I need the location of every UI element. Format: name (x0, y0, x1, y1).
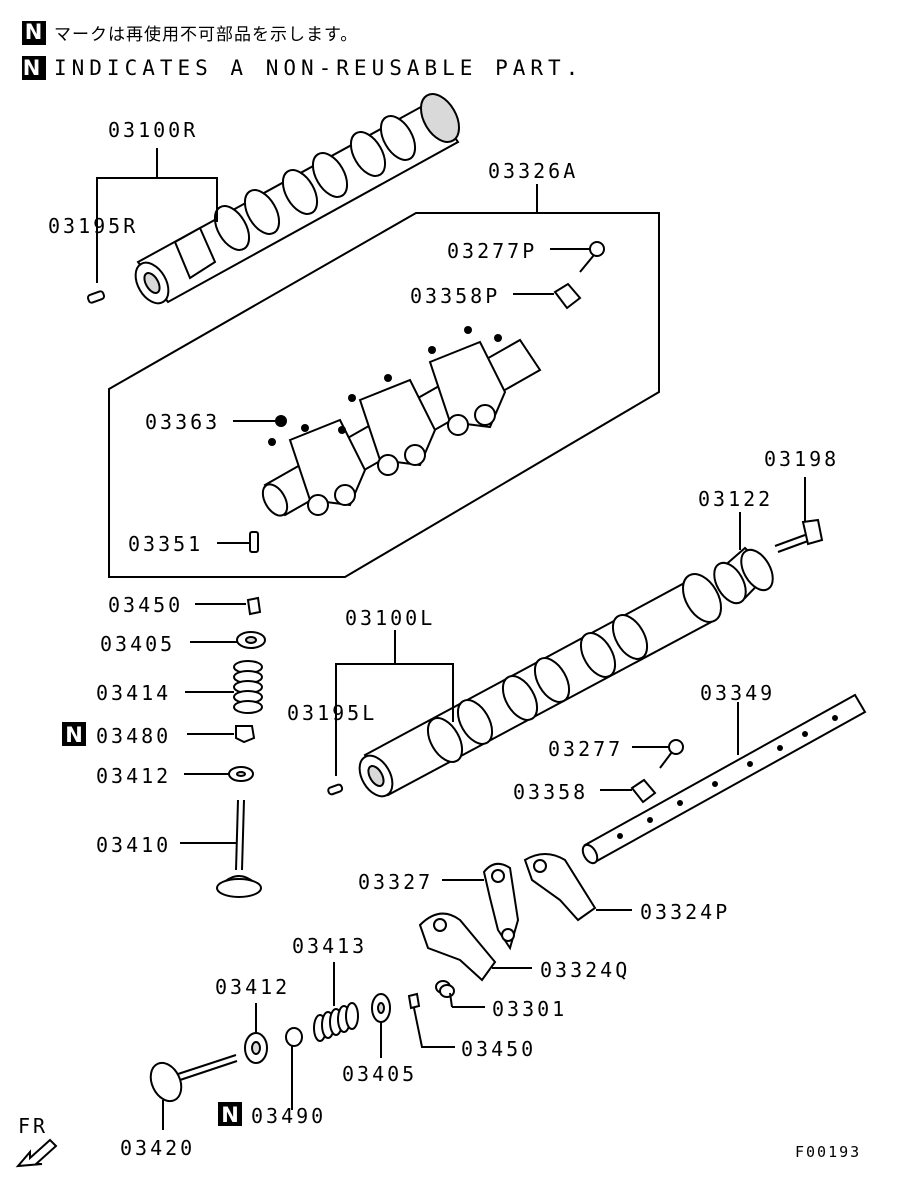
rocker-arm-03327[interactable] (482, 862, 520, 951)
retainer-lock-03450-bottom[interactable] (407, 992, 421, 1010)
front-direction-arrow-icon (15, 1138, 58, 1168)
spring-seat-03412-bottom[interactable] (244, 1032, 268, 1064)
camshaft-left[interactable] (353, 567, 729, 802)
spring-retainer-03405-bottom[interactable] (371, 993, 391, 1023)
bolt-03277[interactable] (659, 739, 684, 769)
spring-retainer-03405-top[interactable] (236, 631, 266, 649)
rocker-shaft-03349[interactable] (580, 693, 867, 866)
label-03358: 03358 (513, 780, 588, 804)
label-03480: 03480 (96, 724, 171, 748)
label-03414: 03414 (96, 681, 171, 705)
rocker-shaft-assembly[interactable] (258, 326, 542, 520)
label-03405-bottom: 03405 (342, 1062, 417, 1086)
valve-spring-03414[interactable] (233, 660, 263, 714)
svg-text:N: N (221, 1103, 239, 1127)
label-03349: 03349 (700, 681, 775, 705)
pin-03195L[interactable] (327, 783, 344, 796)
header-japanese: N マークは再使用不可部品を示します。 (22, 20, 358, 45)
label-03195L: 03195L (287, 701, 377, 725)
label-03100R: 03100R (108, 118, 198, 142)
valve-spring-03413[interactable] (313, 1002, 359, 1042)
header-english: N INDICATES A NON-REUSABLE PART. (22, 56, 583, 80)
label-03450-top: 03450 (108, 593, 183, 617)
label-03301: 03301 (492, 997, 567, 1021)
bolt-03198[interactable] (774, 518, 824, 553)
label-03358P: 03358P (410, 284, 500, 308)
rocker-arm-pair-1 (288, 418, 367, 516)
front-direction-label: FR (18, 1114, 48, 1138)
valve-seal-03480[interactable] (235, 725, 256, 744)
label-03363: 03363 (145, 410, 220, 434)
label-03198: 03198 (764, 447, 839, 471)
intake-valve-03420[interactable] (145, 1054, 238, 1106)
label-03412-bottom: 03412 (215, 975, 290, 999)
label-03410: 03410 (96, 833, 171, 857)
label-03413: 03413 (292, 934, 367, 958)
bolt-03277P[interactable] (579, 241, 605, 273)
header-japanese-text: マークは再使用不可部品を示します。 (54, 25, 359, 45)
adjuster-03301[interactable] (435, 980, 455, 998)
retainer-lock-03450-top[interactable] (246, 596, 262, 616)
non-reusable-badge: N (22, 20, 46, 45)
assembly-outline-03326A (108, 212, 660, 578)
label-03122: 03122 (698, 487, 773, 511)
svg-text:N: N (65, 723, 83, 747)
rocker-arm-pair-3 (428, 340, 507, 436)
label-03351: 03351 (128, 532, 203, 556)
gear-03122[interactable] (708, 544, 780, 608)
label-03412-top: 03412 (96, 764, 171, 788)
label-03277P: 03277P (447, 239, 537, 263)
label-03195R: 03195R (48, 214, 138, 238)
non-reusable-badge: N (218, 1102, 242, 1127)
label-03405-top: 03405 (100, 632, 175, 656)
rocker-arm-03324P[interactable] (523, 853, 597, 922)
label-03324Q: 03324Q (540, 958, 630, 982)
valve-seal-03490[interactable] (285, 1027, 303, 1047)
figure-code: F00193 (795, 1143, 861, 1161)
rocker-arm-pair-2 (358, 378, 437, 476)
pin-03195R[interactable] (86, 290, 106, 304)
plate-03358[interactable] (630, 778, 657, 804)
exhaust-valve-03410[interactable] (216, 799, 262, 898)
non-reusable-badge: N (22, 55, 46, 80)
label-03327: 03327 (358, 870, 433, 894)
label-03277: 03277 (548, 737, 623, 761)
spring-seat-03412-top[interactable] (228, 766, 254, 782)
non-reusable-badge: N (62, 722, 86, 747)
part-03363[interactable] (275, 415, 287, 427)
label-03490: 03490 (251, 1104, 326, 1128)
label-03324P: 03324P (640, 900, 730, 924)
header-english-text: INDICATES A NON-REUSABLE PART. (54, 56, 584, 80)
label-03420: 03420 (120, 1136, 195, 1160)
label-03326A: 03326A (488, 159, 578, 183)
camshaft-right[interactable] (129, 87, 467, 309)
rocker-arm-03324Q[interactable] (418, 912, 497, 982)
label-03450-bottom: 03450 (461, 1037, 536, 1061)
plate-03358P[interactable] (553, 282, 582, 310)
label-03100L: 03100L (345, 606, 435, 630)
screw-03351[interactable] (249, 531, 259, 553)
